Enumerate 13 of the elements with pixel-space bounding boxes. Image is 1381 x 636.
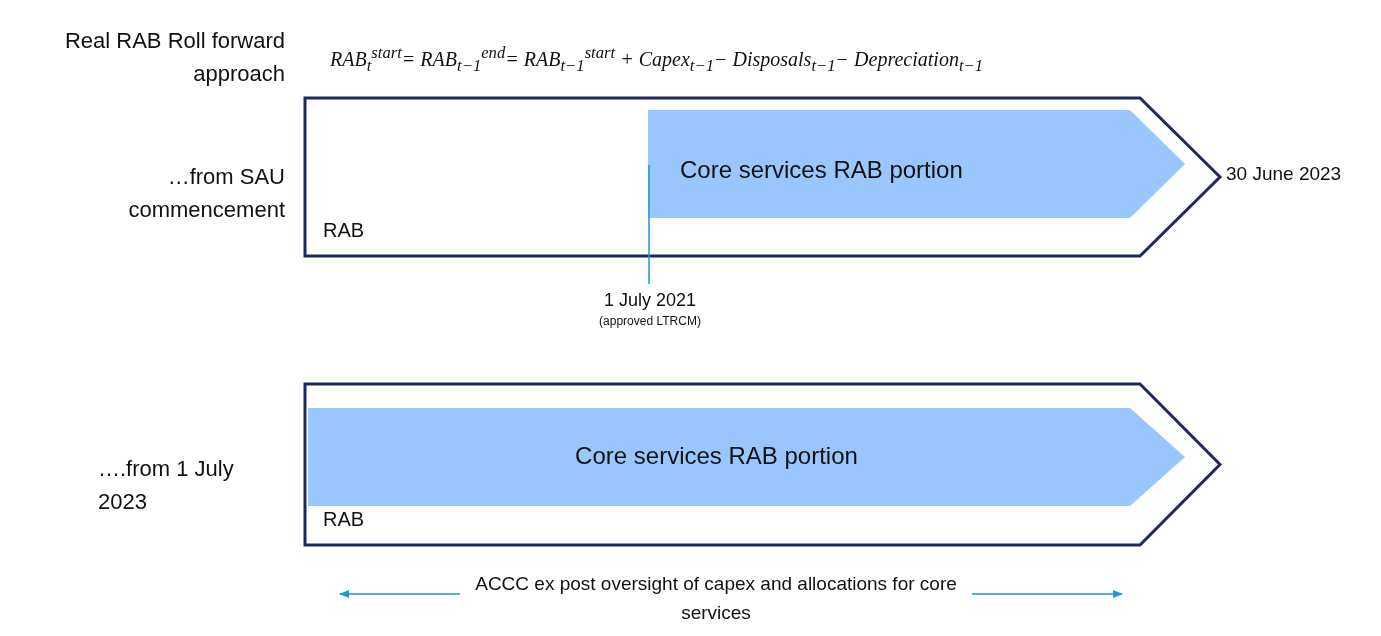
date-label: 1 July 2021 xyxy=(603,290,697,311)
region-label: Core services RAB portion xyxy=(575,442,858,470)
heading-text: Real RAB Roll forward approach xyxy=(63,27,285,88)
region-label: RAB xyxy=(323,508,365,531)
region-label: RAB xyxy=(323,219,365,242)
row-label: …from SAU commencement xyxy=(127,163,285,224)
note-text: (approved LTRCM) xyxy=(599,314,701,328)
date-label: 30 June 2023 xyxy=(1226,162,1343,186)
formula-text: RAB$_{t}$$^{start}$= RAB$_{t−1}$$^{end}$= RAB$_{t−1}$$^{start}$ + Capex$_{t−1}$− Disposals$_{t−1}$− Depreciation$_{t−1}$ xyxy=(330,42,984,77)
region-label: Core services RAB portion xyxy=(680,156,963,184)
note-text: ACCC ex post oversight of capex and allocations for core services xyxy=(474,572,958,625)
row-label: ….from 1 July 2023 xyxy=(98,455,235,516)
leader-line xyxy=(648,164,650,285)
